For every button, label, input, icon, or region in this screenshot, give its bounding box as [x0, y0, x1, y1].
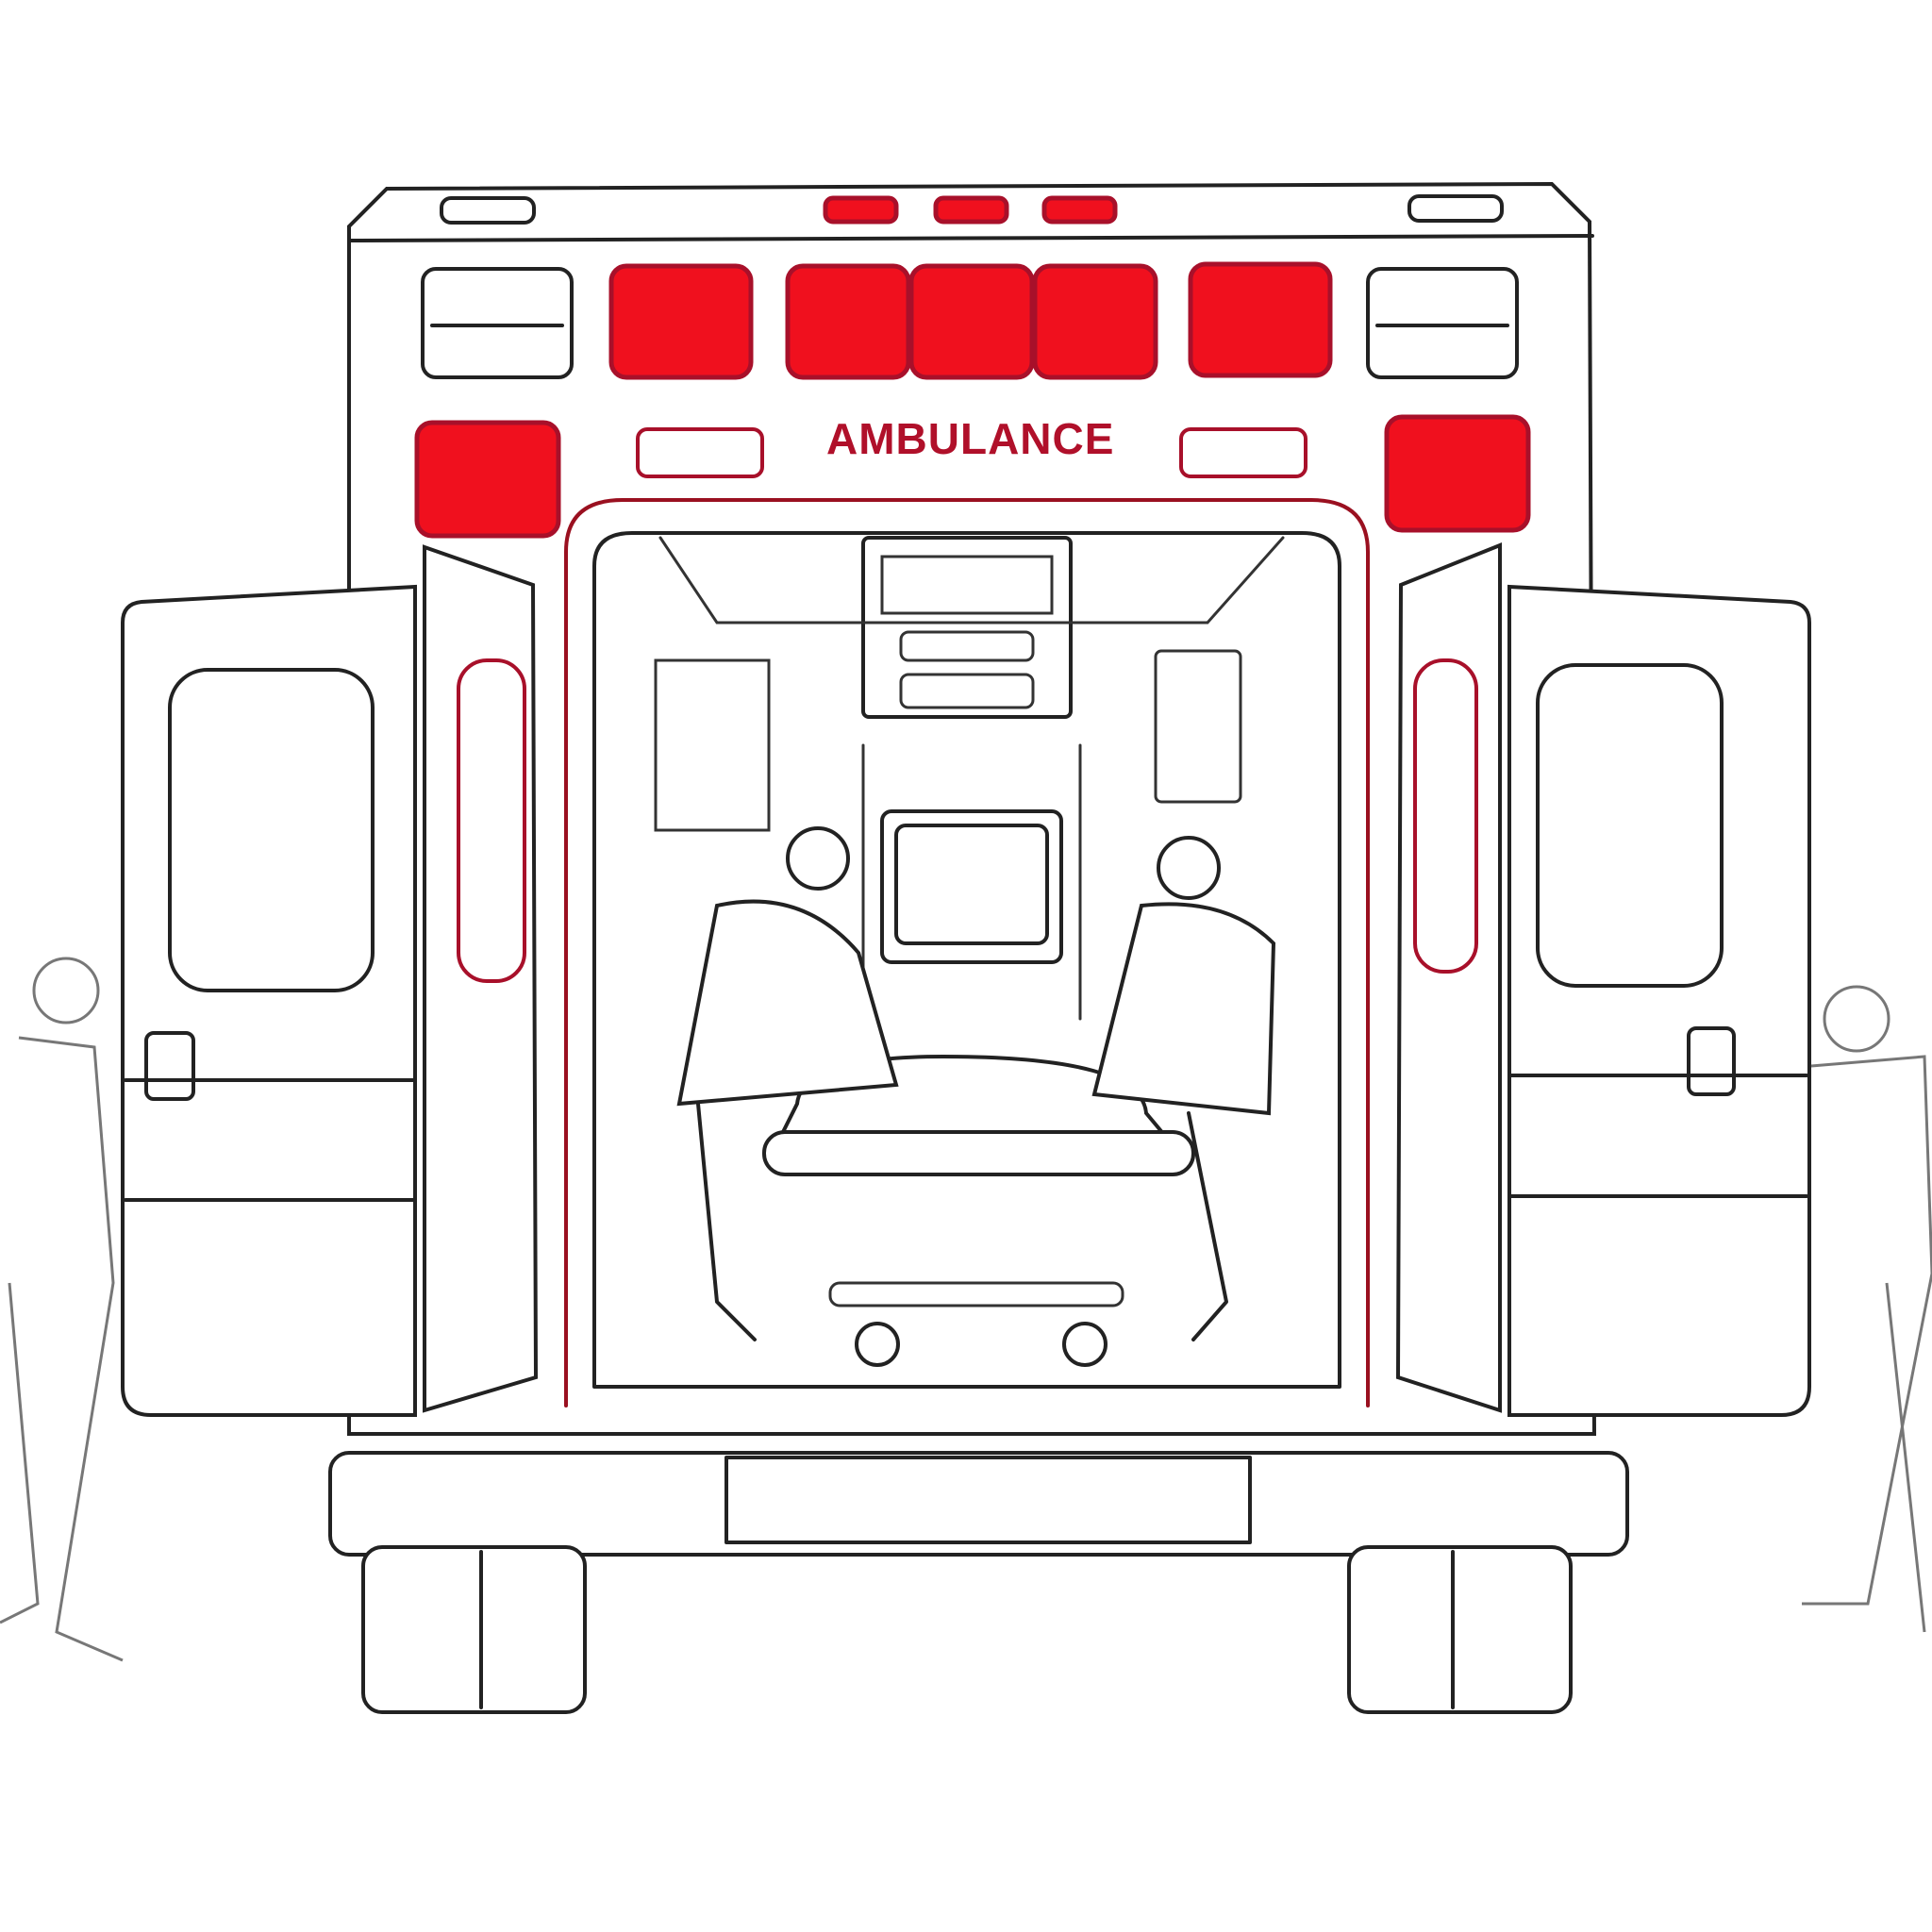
- bystander-right: [1802, 985, 1932, 1633]
- marker-light: [823, 195, 899, 225]
- right-door: [1507, 584, 1811, 1417]
- marker-light: [933, 195, 1009, 225]
- rear-bumper: [328, 1451, 1629, 1557]
- emergency-light: [908, 263, 1035, 380]
- ambulance-label: AMBULANCE: [826, 414, 1115, 463]
- emergency-light: [1188, 261, 1333, 378]
- emergency-light: [1032, 263, 1158, 380]
- left-door: [121, 584, 417, 1417]
- emergency-light: [608, 263, 754, 380]
- emergency-light: [1384, 414, 1531, 533]
- bystander-left: [0, 957, 124, 1662]
- wheel: [361, 1545, 587, 1714]
- emergency-light: [785, 263, 911, 380]
- ambulance-body: [347, 181, 1597, 1436]
- wheel: [1347, 1545, 1573, 1714]
- marker-light: [1041, 195, 1118, 225]
- emergency-light: [414, 420, 561, 539]
